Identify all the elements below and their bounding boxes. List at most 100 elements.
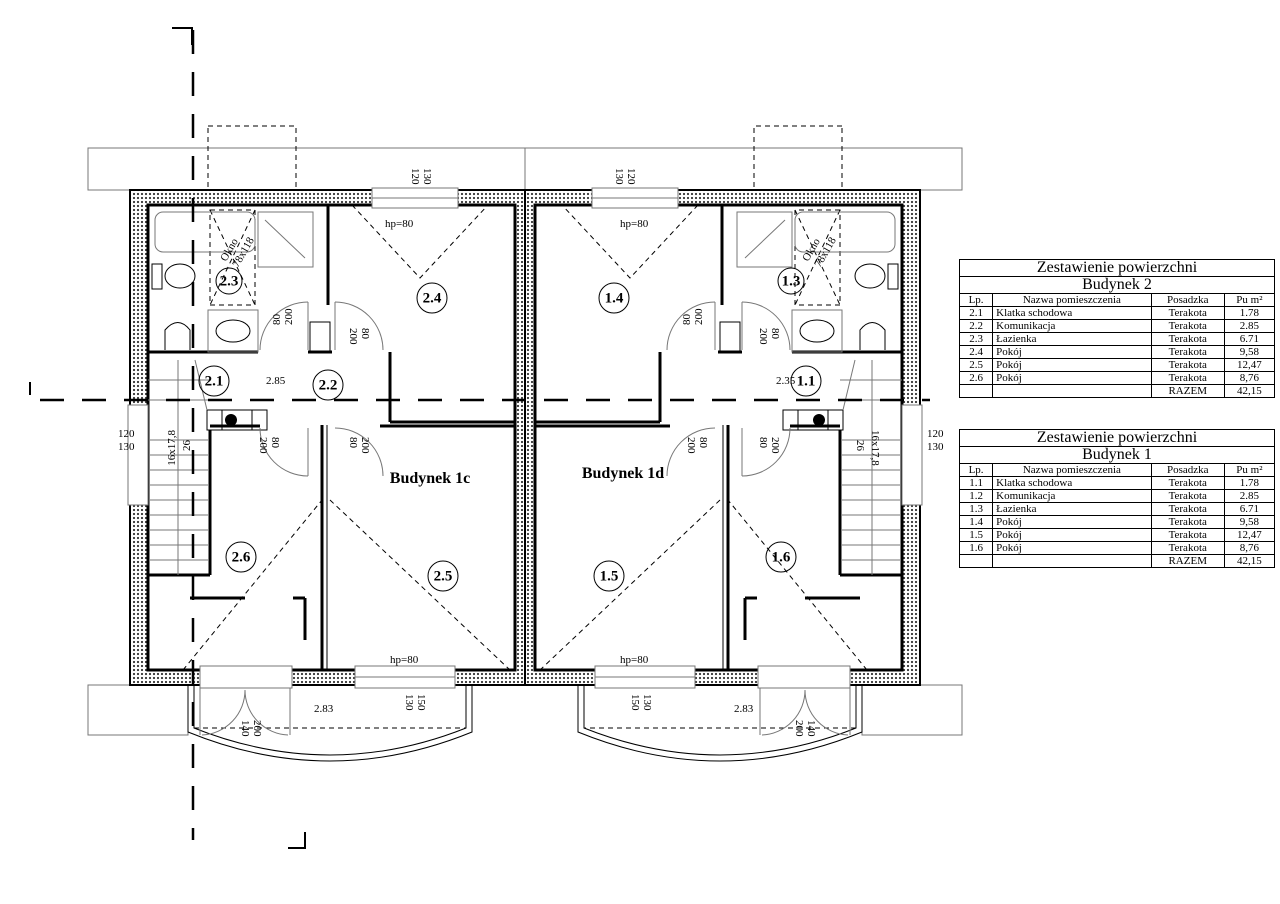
label: Terakota [1150,476,1225,490]
label: Posadzka [1150,463,1225,477]
building-1c [86,124,527,763]
label: Terakota [1150,541,1225,555]
label: 200 [257,437,269,454]
label: 9,58 [1223,515,1276,529]
label: Terakota [1150,358,1225,372]
label: 1.5 [958,528,994,542]
label: Klatka schodowa [992,476,1152,490]
label: 130 [927,441,944,453]
label: Komunikacja [992,319,1152,333]
label: 1.3 [782,273,801,289]
label: 150 [415,694,427,711]
table-title: Zestawienie powierzchni [959,259,1275,277]
room-2-4: 2.4 [416,282,448,314]
label: RAZEM [1150,554,1225,568]
label: 1.78 [1223,476,1276,490]
label: 130 [641,694,653,711]
room-1-5: 1.5 [593,560,625,592]
label: 200 [347,328,359,345]
label: 1.3 [958,502,994,516]
label: Pokój [992,541,1152,555]
label: 120 [118,428,135,440]
label: Terakota [1150,319,1225,333]
table-subtitle: Budynek 2 [959,276,1275,294]
label: Łazienka [992,332,1152,346]
label: 2.3 [220,273,239,289]
label: 1.6 [958,541,994,555]
label: 6.71 [1223,502,1276,516]
building-1d [523,124,964,763]
label: 200 [693,308,705,325]
label: hp=80 [385,218,414,230]
label: 80 [271,314,283,326]
label: 2.1 [205,373,224,389]
label: 80 [681,314,693,326]
label: hp=80 [620,218,649,230]
area-table-budynek-1: Zestawienie powierzchni Budynek 1 Lp.Naz… [958,429,1276,568]
label: 12,47 [1223,528,1276,542]
label: Pokój [992,515,1152,529]
label: 2.3 [958,332,994,346]
label: 2.5 [958,358,994,372]
label: Nazwa pomieszczenia [992,463,1152,477]
room-labels: 2.3 2.4 2.1 2.2 2.6 2.5 1.4 1.3 1.1 1.5 … [198,267,822,592]
label: Pokój [992,371,1152,385]
label: 150 [629,694,641,711]
label: Terakota [1150,306,1225,320]
label: 9,58 [1223,345,1276,359]
label: 42,15 [1223,384,1276,398]
label: 8,76 [1223,541,1276,555]
label: 2.85 [266,375,286,387]
room-1-3: 1.3 [777,267,805,295]
label: 200 [359,437,371,454]
label: 140 [239,720,251,737]
label: Terakota [1150,345,1225,359]
room-2-6: 2.6 [225,541,257,573]
label: 2.6 [958,371,994,385]
label: 200 [283,308,295,325]
label: 80 [697,437,709,449]
label: 120 [927,428,944,440]
label: 80 [347,437,359,449]
room-2-1: 2.1 [198,365,230,397]
label: 200 [685,437,697,454]
label: Nazwa pomieszczenia [992,293,1152,307]
label: 16x17,8 [869,430,881,466]
label: 2.4 [423,290,442,306]
label: Lp. [958,293,994,307]
label: 2.1 [958,306,994,320]
label: 80 [757,437,769,449]
label: 2.85 [1223,319,1276,333]
label: Pokój [992,358,1152,372]
room-1-4: 1.4 [598,282,630,314]
label: 80 [269,437,281,449]
label: Terakota [1150,515,1225,529]
label: 1.78 [1223,306,1276,320]
area-table-budynek-2: Zestawienie powierzchni Budynek 2 Lp.Naz… [958,259,1276,398]
label: 2.35 [776,375,796,387]
label: 130 [613,168,625,185]
label: Posadzka [1150,293,1225,307]
label: Klatka schodowa [992,306,1152,320]
label: 1.6 [772,549,791,565]
label: hp=80 [620,654,649,666]
label: 2.83 [314,703,334,715]
label: 200 [251,720,263,737]
label: Komunikacja [992,489,1152,503]
label: 130 [403,694,415,711]
label: 2.2 [319,377,338,393]
label: Lp. [958,463,994,477]
label: 80 [769,328,781,340]
